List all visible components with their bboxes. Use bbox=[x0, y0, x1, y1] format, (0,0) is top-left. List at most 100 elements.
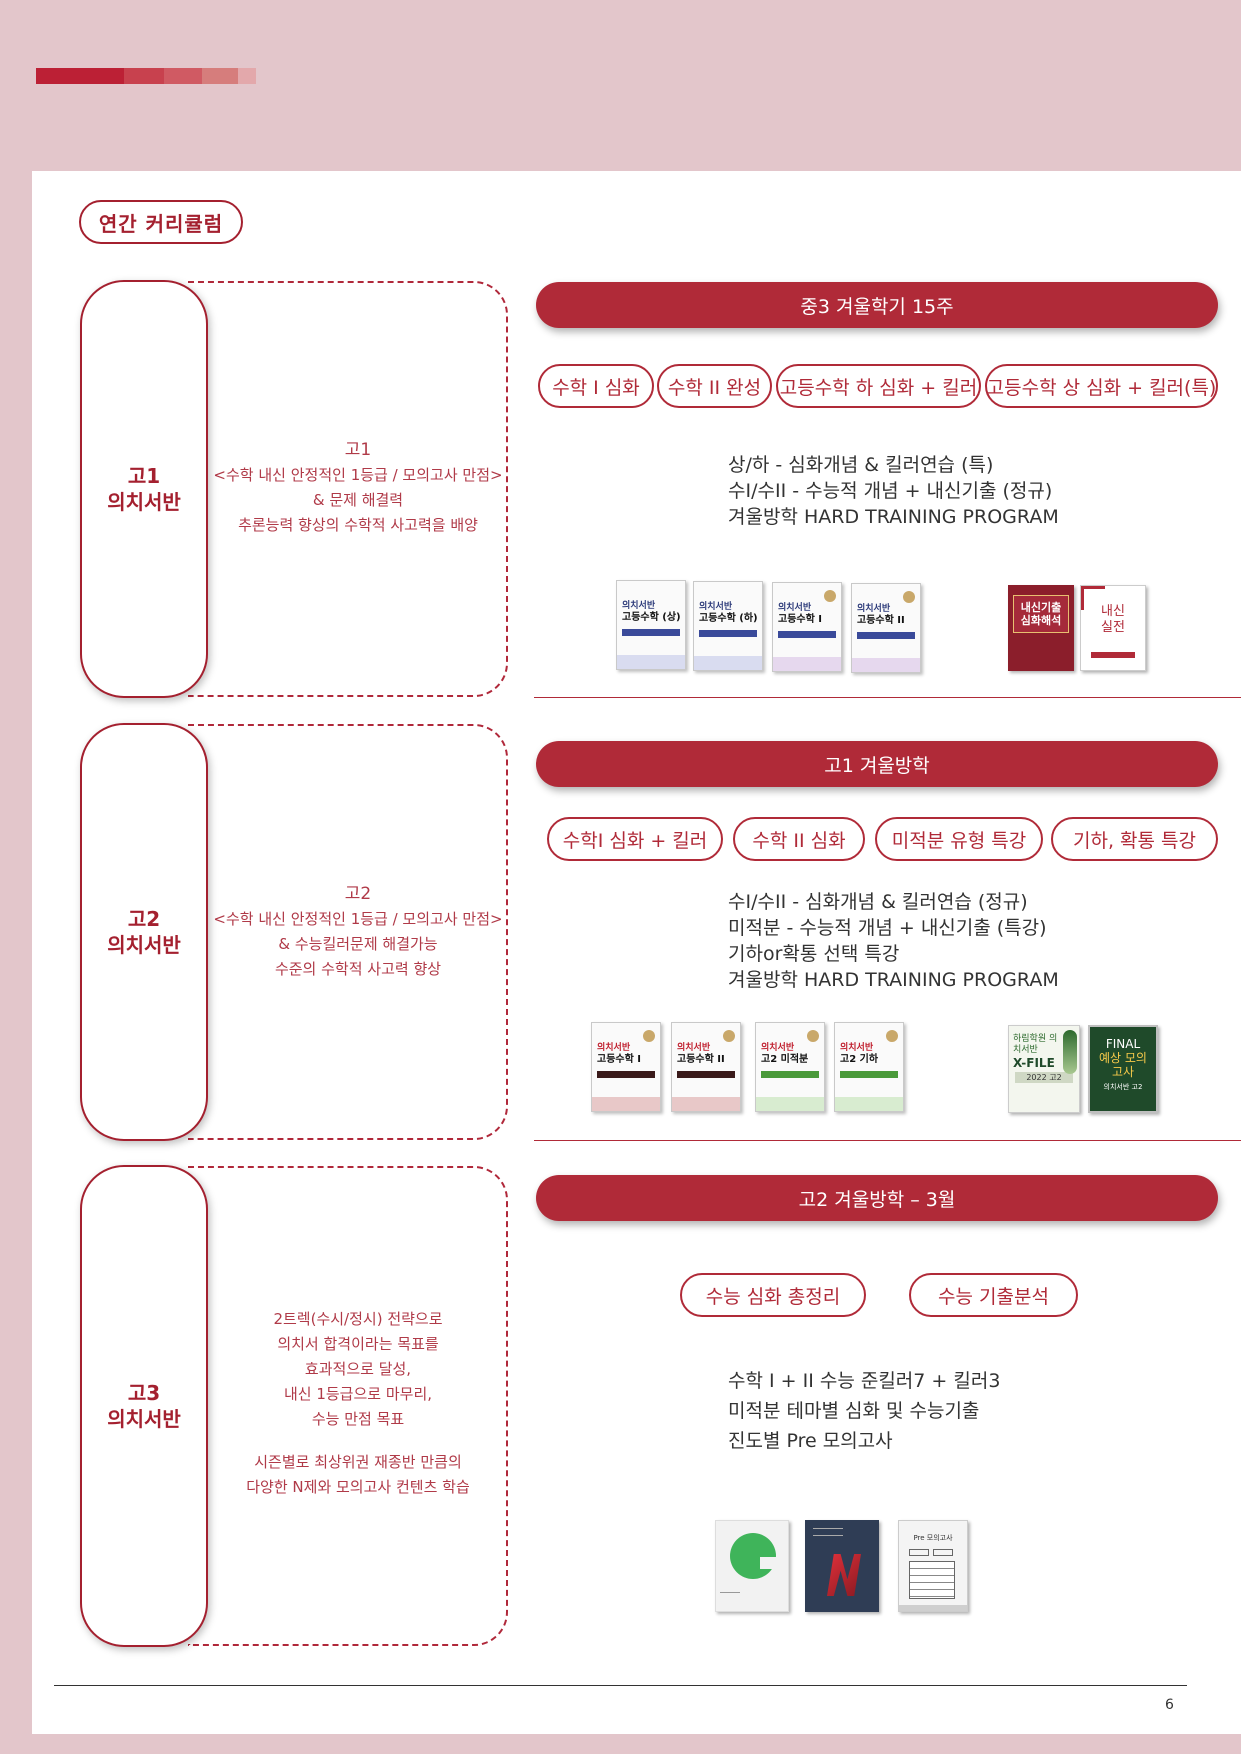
book-series: 의치서반 bbox=[778, 603, 812, 613]
textbook-cover: 의치서반 고등수학 I bbox=[591, 1022, 661, 1112]
book-series: 의치서반 bbox=[622, 601, 656, 611]
detail-line: 미적분 - 수능적 개념 + 내신기출 (특강) bbox=[728, 917, 1047, 939]
desc-line: 추론능력 향상의 수학적 사고력을 배양 bbox=[238, 516, 478, 534]
course-chip: 고등수학 상 심화 + 킬러(특) bbox=[985, 364, 1218, 408]
side-label-line: 의치서반 bbox=[107, 1407, 181, 1431]
book-series: 의치서반 bbox=[857, 604, 891, 614]
course-chip: 수학 Ⅰ 심화 bbox=[538, 364, 654, 408]
workbook-cover: 내신기출 심화해석 bbox=[1008, 585, 1074, 671]
workbook-cover: FINAL 예상 모의고사 의치서반 고2 bbox=[1088, 1025, 1158, 1113]
detail-line: 겨울방학 HARD TRAINING PROGRAM bbox=[728, 506, 1059, 528]
book-series: 의치서반 bbox=[597, 1043, 631, 1053]
page-number: 6 bbox=[1165, 1697, 1174, 1713]
course-chip: 수학 II 심화 bbox=[733, 817, 865, 861]
book-title: 고등수학 (상) bbox=[622, 612, 681, 623]
side-label-line: 고2 bbox=[127, 907, 161, 931]
book-title: 고등수학 II bbox=[857, 615, 905, 626]
book-title: 고2 미적분 bbox=[761, 1054, 809, 1065]
desc-line: 시즌별로 최상위권 재종반 만큼의 bbox=[254, 1453, 462, 1471]
detail-line: 수학 Ⅰ + II 수능 준킬러7 + 킬러3 bbox=[728, 1370, 1001, 1392]
stripe-seg bbox=[238, 68, 256, 84]
stripe-seg bbox=[36, 68, 124, 84]
section-frame bbox=[188, 281, 508, 697]
workbook-title-line: 의치서반 고2 bbox=[1103, 1083, 1143, 1091]
detail-line: 진도별 Pre 모의고사 bbox=[728, 1430, 893, 1452]
page-title: 연간 커리큘럼 bbox=[79, 200, 243, 244]
workbook-title-line: 심화해석 bbox=[1020, 614, 1062, 627]
course-chip: 미적분 유형 특강 bbox=[875, 817, 1043, 861]
detail-line: 미적분 테마별 심화 및 수능기출 bbox=[728, 1400, 980, 1422]
desc-line: <수학 내신 안정적인 1등급 / 모의고사 만점> bbox=[213, 466, 503, 484]
book-series: 의치서반 bbox=[761, 1043, 795, 1053]
course-chip: 수학 II 완성 bbox=[657, 364, 772, 408]
section-frame bbox=[188, 724, 508, 1140]
book-title: 고등수학 I bbox=[597, 1054, 642, 1065]
stripe-seg bbox=[202, 68, 238, 84]
detail-line: 기하or확통 선택 특강 bbox=[728, 943, 900, 965]
side-label-line: 의치서반 bbox=[107, 933, 181, 957]
section-divider bbox=[534, 1140, 1241, 1141]
textbook-cover: 의치서반 고등수학 (상) bbox=[616, 580, 686, 670]
stripe-seg bbox=[124, 68, 164, 84]
workbook-title-line: Pre 모의고사 bbox=[913, 1534, 953, 1542]
workbook-cover bbox=[715, 1520, 789, 1612]
textbook-cover: 의치서반 고2 기하 bbox=[834, 1022, 904, 1112]
workbook-cover: 내신 실전 bbox=[1080, 585, 1146, 671]
section-frame bbox=[188, 1166, 508, 1646]
desc-line: 2트렉(수시/정시) 전략으로 bbox=[273, 1310, 443, 1328]
side-label-line: 고1 bbox=[127, 464, 161, 488]
course-chip: 기하, 확통 특강 bbox=[1051, 817, 1218, 861]
workbook-title-line: 내신기출 bbox=[1020, 601, 1062, 614]
desc-line: & 문제 해결력 bbox=[312, 491, 404, 509]
section-description: 고2 <수학 내신 안정적인 1등급 / 모의고사 만점> & 수능킬러문제 해… bbox=[210, 882, 506, 982]
book-title: 고등수학 II bbox=[677, 1054, 725, 1065]
book-title: 고등수학 I bbox=[778, 614, 823, 625]
detail-line: 겨울방학 HARD TRAINING PROGRAM bbox=[728, 969, 1059, 991]
course-chip: 수능 기출분석 bbox=[909, 1273, 1078, 1317]
desc-line: <수학 내신 안정적인 1등급 / 모의고사 만점> bbox=[213, 910, 503, 928]
desc-line: 수준의 수학적 사고력 향상 bbox=[274, 960, 442, 978]
book-series: 의치서반 bbox=[699, 602, 733, 612]
program-details: 상/하 - 심화개념 & 킬러연습 (특) 수I/수II - 수능적 개념 + … bbox=[728, 452, 1059, 530]
workbook-cover: 하림학원 의치서반 X-FILE 2022 고2 bbox=[1008, 1025, 1080, 1113]
book-title: 고2 기하 bbox=[840, 1054, 879, 1065]
workbook-title-line: 내신 bbox=[1101, 604, 1125, 619]
detail-line: 상/하 - 심화개념 & 킬러연습 (특) bbox=[728, 454, 994, 476]
textbook-cover: 의치서반 고등수학 II bbox=[671, 1022, 741, 1112]
period-banner: 고2 겨울방학 – 3월 bbox=[536, 1175, 1218, 1221]
desc-line: 효과적으로 달성, bbox=[304, 1360, 412, 1378]
workbook-title-line: 실전 bbox=[1101, 620, 1125, 635]
period-banner: 중3 겨울학기 15주 bbox=[536, 282, 1218, 328]
program-details: 수I/수II - 심화개념 & 킬러연습 (정규) 미적분 - 수능적 개념 +… bbox=[728, 889, 1059, 993]
side-label-line: 의치서반 bbox=[107, 490, 181, 514]
desc-line: 내신 1등급으로 마무리, bbox=[283, 1385, 433, 1403]
textbook-cover: 의치서반 고등수학 II bbox=[851, 583, 921, 673]
textbook-cover: 의치서반 고등수학 (하) bbox=[693, 581, 763, 671]
program-details: 수학 Ⅰ + II 수능 준킬러7 + 킬러3 미적분 테마별 심화 및 수능기… bbox=[728, 1366, 1000, 1456]
book-series: 의치서반 bbox=[677, 1043, 711, 1053]
desc-line: 의치서 합격이라는 목표를 bbox=[277, 1335, 439, 1353]
section-description: 2트렉(수시/정시) 전략으로 의치서 합격이라는 목표를 효과적으로 달성, … bbox=[210, 1307, 506, 1500]
desc-line: 다양한 N제와 모의고사 컨텐츠 학습 bbox=[246, 1478, 470, 1496]
book-series: 의치서반 bbox=[840, 1043, 874, 1053]
footer-divider bbox=[54, 1685, 1187, 1686]
section-divider bbox=[534, 697, 1241, 698]
workbook-title-line: 2022 고2 bbox=[1015, 1072, 1073, 1083]
workbook-cover: Pre 모의고사 bbox=[898, 1520, 968, 1612]
workbook-title-line: X-FILE bbox=[1013, 1056, 1055, 1070]
side-label-line: 고3 bbox=[127, 1381, 161, 1405]
period-banner: 고1 겨울방학 bbox=[536, 741, 1218, 787]
workbook-cover bbox=[805, 1520, 879, 1612]
workbook-title-line: 하림학원 의치서반 bbox=[1013, 1034, 1058, 1055]
textbook-cover: 의치서반 고2 미적분 bbox=[755, 1022, 825, 1112]
course-chip: 수능 심화 총정리 bbox=[680, 1273, 866, 1317]
workbook-title-line: 예상 모의고사 bbox=[1099, 1051, 1147, 1079]
course-chip: 수학Ⅰ 심화 + 킬러 bbox=[547, 817, 723, 861]
detail-line: 수I/수II - 심화개념 & 킬러연습 (정규) bbox=[728, 891, 1028, 913]
desc-line: 고1 bbox=[344, 440, 372, 460]
course-chip: 고등수학 하 심화 + 킬러 bbox=[776, 364, 981, 408]
workbook-title-line: FINAL bbox=[1105, 1037, 1141, 1051]
